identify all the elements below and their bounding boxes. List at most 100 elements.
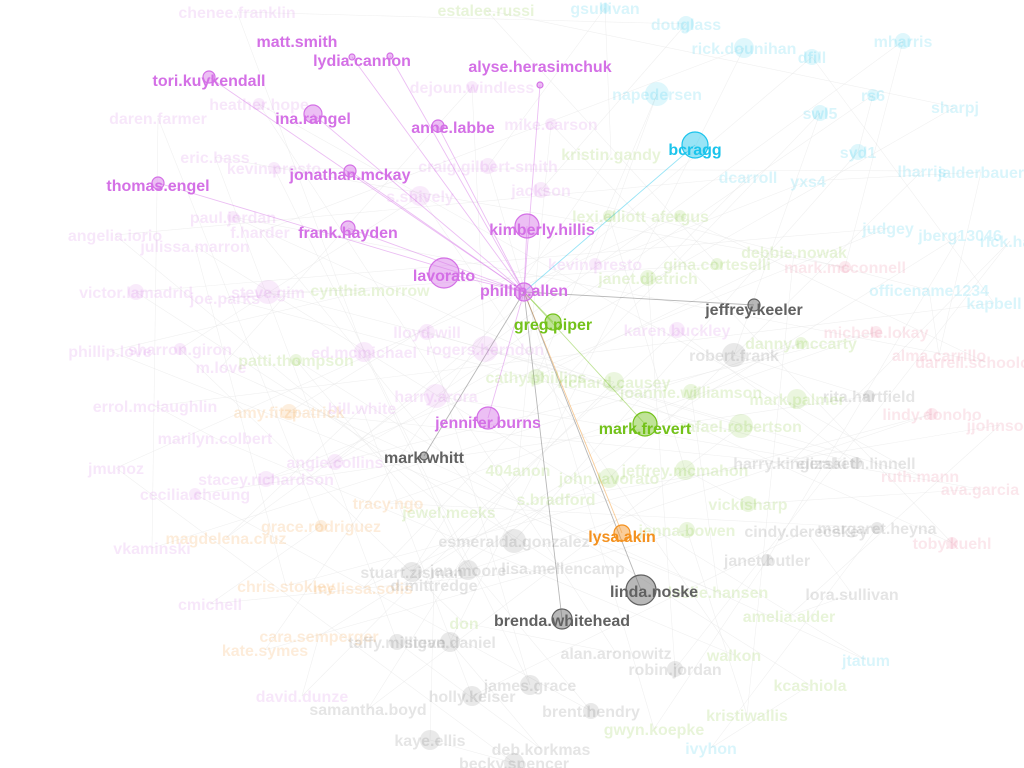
node-jackson[interactable] (533, 182, 549, 198)
node-lindy-donoho[interactable] (926, 408, 938, 420)
node-label-thomas-engel[interactable]: thomas.engel (106, 178, 209, 195)
node-label-mark-frevert[interactable]: mark.frevert (599, 421, 692, 438)
node-jenna-bowen[interactable] (679, 522, 695, 538)
node-rita-hartfield[interactable] (863, 390, 875, 402)
node-label-jonathan-mckay[interactable]: jonathan.mckay (289, 167, 411, 184)
node-ed-mcmichael[interactable] (354, 342, 374, 362)
node-mark-palmer[interactable] (787, 389, 807, 409)
node-heather-hope[interactable] (253, 98, 265, 110)
node-label-linda-noske[interactable]: linda.noske (610, 584, 698, 601)
node-label-matt-smith[interactable]: matt.smith (257, 34, 338, 51)
node-harry-arora[interactable] (424, 384, 448, 408)
node-syd1[interactable] (850, 144, 866, 160)
node-jennifer-burns[interactable] (476, 406, 500, 430)
node-rogers-herndon[interactable] (472, 336, 498, 362)
node-s-shively[interactable] (410, 186, 430, 206)
node-label-kimberly-hillis[interactable]: kimberly.hillis (489, 222, 595, 239)
node-victor-lamadrid[interactable] (128, 284, 144, 300)
node-lydia-cannon[interactable] (386, 52, 394, 60)
node-lloyd-will[interactable] (419, 324, 435, 340)
node-ina-rangel[interactable] (303, 104, 323, 124)
node-brent-hendry[interactable] (583, 703, 599, 719)
node-becky-spencer[interactable] (504, 753, 524, 768)
node-james-grace[interactable] (520, 675, 540, 695)
node-gsullivan[interactable] (600, 3, 610, 13)
node-robin-jordan[interactable] (667, 661, 683, 677)
node-phillip-allen[interactable] (514, 282, 534, 302)
node-kevin-presto[interactable] (268, 162, 280, 174)
node-holly-keiser[interactable] (462, 686, 482, 706)
node-rs6[interactable] (867, 89, 879, 101)
node-label-bcragg[interactable]: bcragg (668, 142, 721, 159)
node-esmeralda-gonzalez[interactable] (502, 529, 526, 553)
node-dejoun-windless[interactable] (466, 81, 478, 93)
node-stuart-zisman[interactable] (402, 562, 422, 582)
node-label-frank-hayden[interactable]: frank.hayden (298, 225, 398, 242)
node-thomas-engel[interactable] (151, 176, 165, 190)
node-lysa-akin[interactable] (613, 524, 631, 542)
node-label-mark-whitt[interactable]: mark.whitt (384, 450, 465, 467)
node-joannie-williamson[interactable] (683, 384, 699, 400)
node-label-tori-kuykendall[interactable]: tori.kuykendall (153, 73, 266, 90)
node-taffy-milligan[interactable] (389, 634, 405, 650)
node-danny-mccarty[interactable] (795, 337, 807, 349)
node-anne-labbe[interactable] (431, 119, 445, 133)
node-sharron-giron[interactable] (174, 343, 186, 355)
node-rafael-robertson[interactable] (729, 414, 753, 438)
node-cathy-phillips[interactable] (528, 369, 544, 385)
node-vickisharp[interactable] (740, 496, 756, 512)
node-mark-frevert[interactable] (632, 411, 658, 437)
node-mark-mcconnell[interactable] (839, 261, 851, 273)
node-matt-smith[interactable] (348, 53, 356, 61)
node-lexi-elliott[interactable] (603, 210, 615, 222)
node-label-jennifer-burns[interactable]: jennifer.burns (434, 415, 541, 432)
node-mark-whitt[interactable] (419, 451, 429, 461)
node-label-lydia-cannon[interactable]: lydia.cannon (313, 53, 411, 70)
node-lavorato[interactable] (428, 257, 460, 289)
node-rick-dounihan[interactable] (734, 38, 754, 58)
node-jonathan-mckay[interactable] (343, 164, 357, 178)
node-label-phillip-allen[interactable]: phillip.allen (480, 283, 568, 300)
node-napedersen[interactable] (645, 82, 669, 106)
node-label-ina-rangel[interactable]: ina.rangel (275, 111, 351, 128)
node-michele-lokay[interactable] (870, 326, 882, 338)
node-stacey-richardson[interactable] (258, 471, 274, 487)
node-tori-kuykendall[interactable] (202, 70, 216, 84)
node-jeffrey-mcmahon[interactable] (675, 460, 695, 480)
node-craig-gilbert-smith[interactable] (480, 158, 496, 174)
node-steve-daniel[interactable] (440, 632, 460, 652)
node-steve-gim[interactable] (256, 280, 280, 304)
node-jan-moore[interactable] (458, 560, 478, 580)
node-brenda-whitehead[interactable] (551, 608, 573, 630)
node-grace-rodriguez[interactable] (315, 520, 327, 532)
node-kevin-presto2[interactable] (589, 258, 601, 270)
node-cecilia-cheung[interactable] (189, 488, 201, 500)
node-label-lysa-akin[interactable]: lysa.akin (588, 529, 656, 546)
node-label-alyse-herasimchuk[interactable]: alyse.herasimchuk (468, 59, 611, 76)
node-jeffrey-keeler[interactable] (747, 298, 761, 312)
node-toby-kuehl[interactable] (946, 537, 958, 549)
node-frank-hayden[interactable] (340, 220, 356, 236)
node-greg-piper[interactable] (544, 313, 562, 331)
node-linda-noske[interactable] (625, 574, 657, 606)
node-karen-buckley[interactable] (669, 322, 685, 338)
node-swl5[interactable] (812, 105, 828, 121)
node-dfill[interactable] (804, 49, 820, 65)
node-gina-corteselli[interactable] (711, 258, 723, 270)
node-amy-fitzpatrick[interactable] (281, 404, 297, 420)
node-alyse-herasimchuk[interactable] (536, 81, 544, 89)
node-angie-collins[interactable] (327, 454, 343, 470)
node-kimberly-hillis[interactable] (514, 213, 540, 239)
node-label-lavorato[interactable]: lavorato (413, 268, 475, 285)
node-label-brenda-whitehead[interactable]: brenda.whitehead (494, 613, 630, 630)
node-janet-dietrich[interactable] (640, 270, 656, 286)
node-mike-carson[interactable] (545, 118, 557, 130)
node-label-jeffrey-keeler[interactable]: jeffrey.keeler (704, 302, 803, 319)
node-janet-butler[interactable] (761, 554, 773, 566)
node-robert-frank[interactable] (722, 343, 746, 367)
node-richard-causey[interactable] (604, 372, 624, 392)
node-label-greg-piper[interactable]: greg.piper (514, 317, 592, 334)
node-afergus[interactable] (674, 210, 686, 222)
node-paul-jordan[interactable] (227, 211, 239, 223)
